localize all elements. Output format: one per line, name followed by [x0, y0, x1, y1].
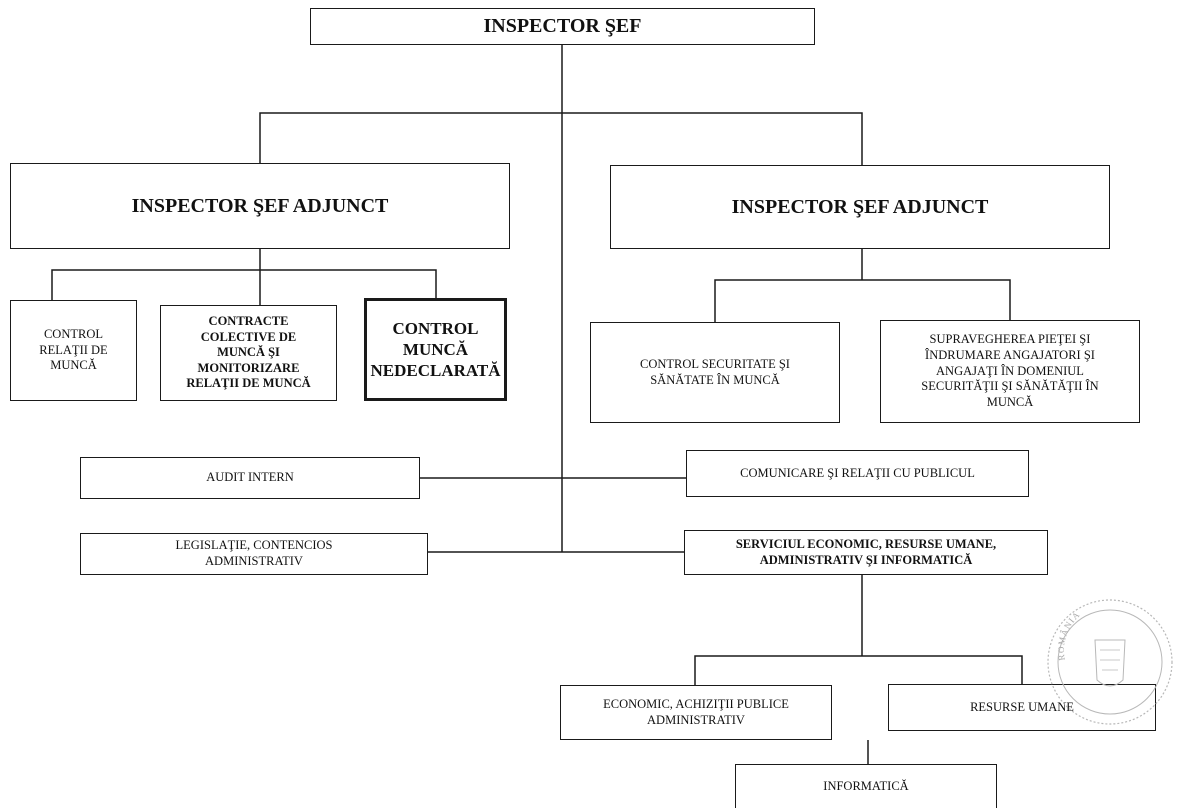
official-stamp: ROMÂNIA — [1047, 599, 1173, 725]
node-contracte-colective: CONTRACTE COLECTIVE DE MUNCĂ ŞI MONITORI… — [160, 305, 337, 401]
node-label: AUDIT INTERN — [206, 470, 294, 485]
node-label: INSPECTOR ŞEF ADJUNCT — [731, 195, 989, 218]
node-audit-intern: AUDIT INTERN — [80, 457, 420, 499]
stamp-text: ROMÂNIA — [1056, 609, 1081, 661]
node-label: CONTRACTE COLECTIVE DE MUNCĂ ŞI MONITORI… — [186, 313, 311, 391]
node-label: CONTROL MUNCĂ NEDECLARATĂ — [370, 318, 501, 381]
node-informatica: INFORMATICĂ — [735, 764, 997, 808]
node-adjunct-left: INSPECTOR ŞEF ADJUNCT — [10, 163, 510, 249]
node-label: INFORMATICĂ — [823, 778, 909, 793]
node-label: RESURSE UMANE — [970, 699, 1074, 714]
node-supravegherea-pietei: SUPRAVEGHEREA PIEŢEI ŞI ÎNDRUMARE ANGAJA… — [880, 320, 1140, 423]
node-legislatie: LEGISLAŢIE, CONTENCIOS ADMINISTRATIV — [80, 533, 428, 575]
node-label: INSPECTOR ŞEF — [483, 15, 642, 37]
svg-text:ROMÂNIA: ROMÂNIA — [1056, 609, 1082, 661]
node-comunicare: COMUNICARE ŞI RELAŢII CU PUBLICUL — [686, 450, 1029, 497]
node-label: COMUNICARE ŞI RELAŢII CU PUBLICUL — [740, 465, 975, 480]
node-control-nedeclarata: CONTROL MUNCĂ NEDECLARATĂ — [364, 298, 507, 401]
node-control-relatii: CONTROL RELAŢII DE MUNCĂ — [10, 300, 137, 401]
node-label: CONTROL RELAŢII DE MUNCĂ — [39, 327, 108, 373]
node-label: LEGISLAŢIE, CONTENCIOS ADMINISTRATIV — [175, 538, 333, 568]
node-label: CONTROL SECURITATE ŞI SĂNĂTATE ÎN MUNCĂ — [640, 356, 790, 387]
node-control-securitate: CONTROL SECURITATE ŞI SĂNĂTATE ÎN MUNCĂ — [590, 322, 840, 423]
node-label: ECONOMIC, ACHIZIŢII PUBLICE ADMINISTRATI… — [603, 696, 789, 727]
node-label: SUPRAVEGHEREA PIEŢEI ŞI ÎNDRUMARE ANGAJA… — [921, 332, 1099, 409]
node-adjunct-right: INSPECTOR ŞEF ADJUNCT — [610, 165, 1110, 249]
node-inspector-sef: INSPECTOR ŞEF — [310, 8, 815, 45]
node-serviciul-economic: SERVICIUL ECONOMIC, RESURSE UMANE, ADMIN… — [684, 530, 1048, 575]
node-economic-achizitii: ECONOMIC, ACHIZIŢII PUBLICE ADMINISTRATI… — [560, 685, 832, 740]
node-label: SERVICIUL ECONOMIC, RESURSE UMANE, ADMIN… — [735, 536, 997, 567]
node-label: INSPECTOR ŞEF ADJUNCT — [131, 194, 389, 217]
node-resurse-umane: RESURSE UMANE — [888, 684, 1156, 731]
